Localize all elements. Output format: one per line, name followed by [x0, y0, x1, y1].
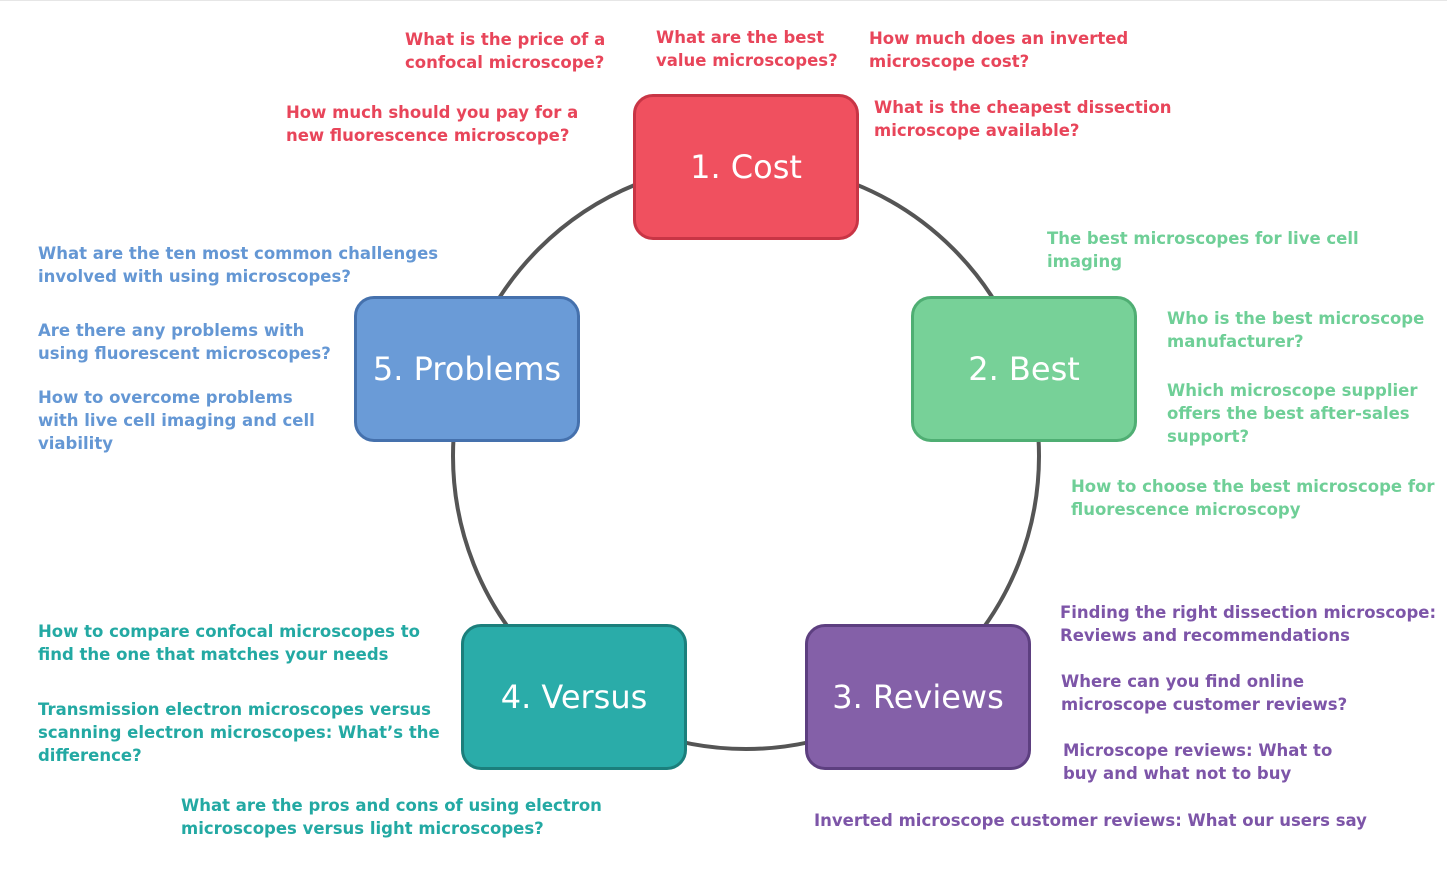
problems-question: Are there any problems with using fluore…: [38, 321, 331, 363]
node-best-label: 2. Best: [968, 350, 1080, 388]
node-reviews: 3. Reviews: [805, 624, 1031, 770]
versus-question: Transmission electron microscopes versus…: [38, 700, 440, 765]
node-problems: 5. Problems: [354, 296, 580, 442]
node-versus-label: 4. Versus: [500, 678, 648, 716]
cost-question: How much does an inverted microscope cos…: [869, 29, 1129, 71]
cost-question: How much should you pay for a new fluore…: [286, 103, 579, 145]
versus-question: How to compare confocal microscopes to f…: [38, 622, 420, 664]
reviews-question: Where can you find online microscope cus…: [1061, 672, 1348, 714]
cost-question: What are the best value microscopes?: [656, 28, 838, 70]
problems-question: How to overcome problems with live cell …: [38, 388, 315, 453]
reviews-question: Microscope reviews: What to buy and what…: [1063, 741, 1333, 783]
node-cost: 1. Cost: [633, 94, 859, 240]
versus-question: What are the pros and cons of using elec…: [181, 796, 602, 838]
best-question: How to choose the best microscope for fl…: [1071, 477, 1435, 519]
node-reviews-label: 3. Reviews: [832, 678, 1004, 716]
best-question: Which microscope supplier offers the bes…: [1167, 381, 1418, 446]
top-divider: [0, 0, 1447, 1]
best-question: Who is the best microscope manufacturer?: [1167, 309, 1425, 351]
node-cost-label: 1. Cost: [690, 148, 802, 186]
cost-question: What is the cheapest dissection microsco…: [874, 98, 1172, 140]
node-best: 2. Best: [911, 296, 1137, 442]
best-question: The best microscopes for live cell imagi…: [1047, 229, 1359, 271]
reviews-question: Finding the right dissection microscope:…: [1060, 603, 1437, 645]
problems-question: What are the ten most common challenges …: [38, 244, 439, 286]
cost-question: What is the price of a confocal microsco…: [405, 30, 606, 72]
node-versus: 4. Versus: [461, 624, 687, 770]
reviews-question: Inverted microscope customer reviews: Wh…: [814, 811, 1367, 830]
node-problems-label: 5. Problems: [372, 350, 562, 388]
